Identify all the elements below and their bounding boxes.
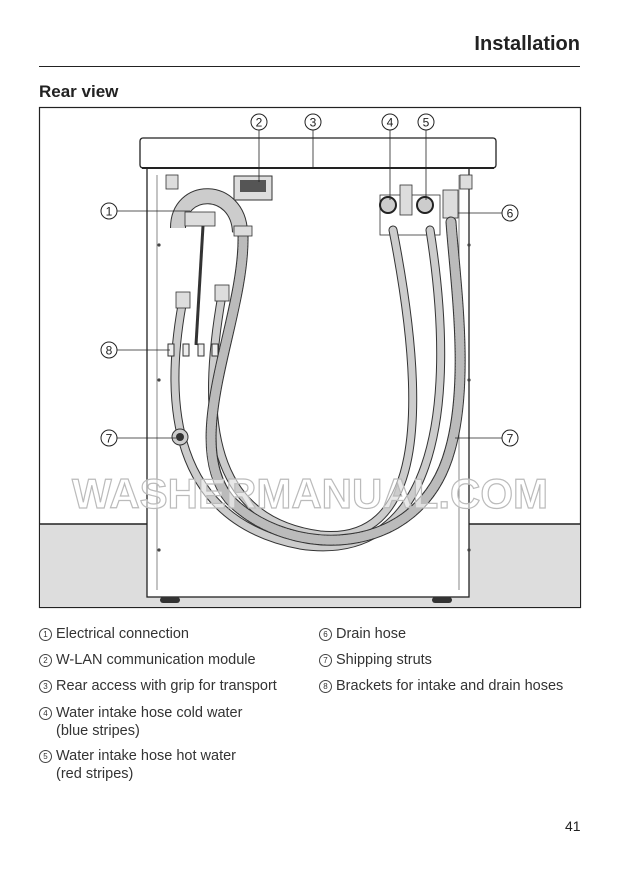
svg-text:7: 7 (106, 432, 113, 446)
callout-7-right: 7 (501, 429, 519, 447)
callout-6: 6 (501, 204, 519, 222)
svg-text:3: 3 (310, 116, 317, 130)
power-plug (184, 211, 216, 227)
callout-5: 5 (417, 113, 435, 131)
svg-text:7: 7 (507, 432, 514, 446)
callout-8: 8 (100, 341, 118, 359)
foot (160, 597, 180, 603)
callout-1: 1 (100, 202, 118, 220)
callout-2: 2 (250, 113, 268, 131)
foot (432, 597, 452, 603)
top-cover (139, 137, 497, 169)
svg-text:6: 6 (507, 207, 514, 221)
svg-text:5: 5 (423, 116, 430, 130)
callout-4: 4 (381, 113, 399, 131)
svg-text:2: 2 (256, 116, 263, 130)
watermark: WASHERMANUAL.COM (72, 470, 548, 517)
sub-title: Rear view (39, 82, 119, 101)
svg-text:4: 4 (387, 116, 394, 130)
callout-3: 3 (304, 113, 322, 131)
page-number: 41 (565, 818, 581, 834)
callout-7-left: 7 (100, 429, 118, 447)
header-rule (39, 66, 580, 67)
svg-text:1: 1 (106, 205, 113, 219)
section-title: Installation (474, 33, 580, 55)
svg-text:8: 8 (106, 344, 113, 358)
